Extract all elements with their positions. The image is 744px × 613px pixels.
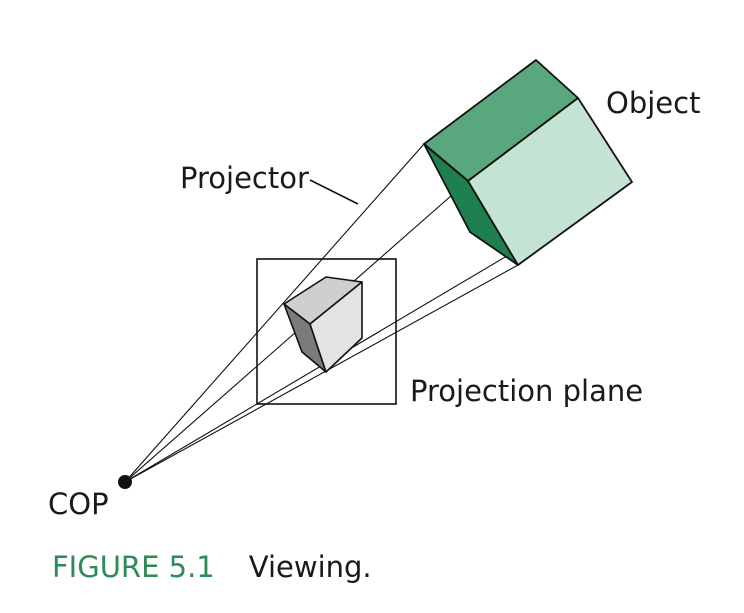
cop-point <box>118 475 132 489</box>
projector-line <box>124 143 425 483</box>
object-label: Object <box>606 86 700 120</box>
projector-line <box>124 264 519 483</box>
projector-leader-line <box>309 179 359 205</box>
caption-text: Viewing. <box>248 550 372 584</box>
figure-caption: FIGURE 5.1 Viewing. <box>52 550 372 584</box>
cop-label: COP <box>48 487 109 521</box>
object-front-face <box>467 97 633 266</box>
image-front-face <box>309 281 363 373</box>
figure-number: FIGURE 5.1 <box>52 550 215 584</box>
viewing-diagram: Object Projector Projection plane COP <box>48 59 700 521</box>
projector-label: Projector <box>180 161 309 195</box>
projected-image <box>283 276 363 373</box>
object-cube <box>423 59 633 266</box>
projection-plane-label: Projection plane <box>410 374 643 408</box>
projection-plane <box>256 258 397 405</box>
